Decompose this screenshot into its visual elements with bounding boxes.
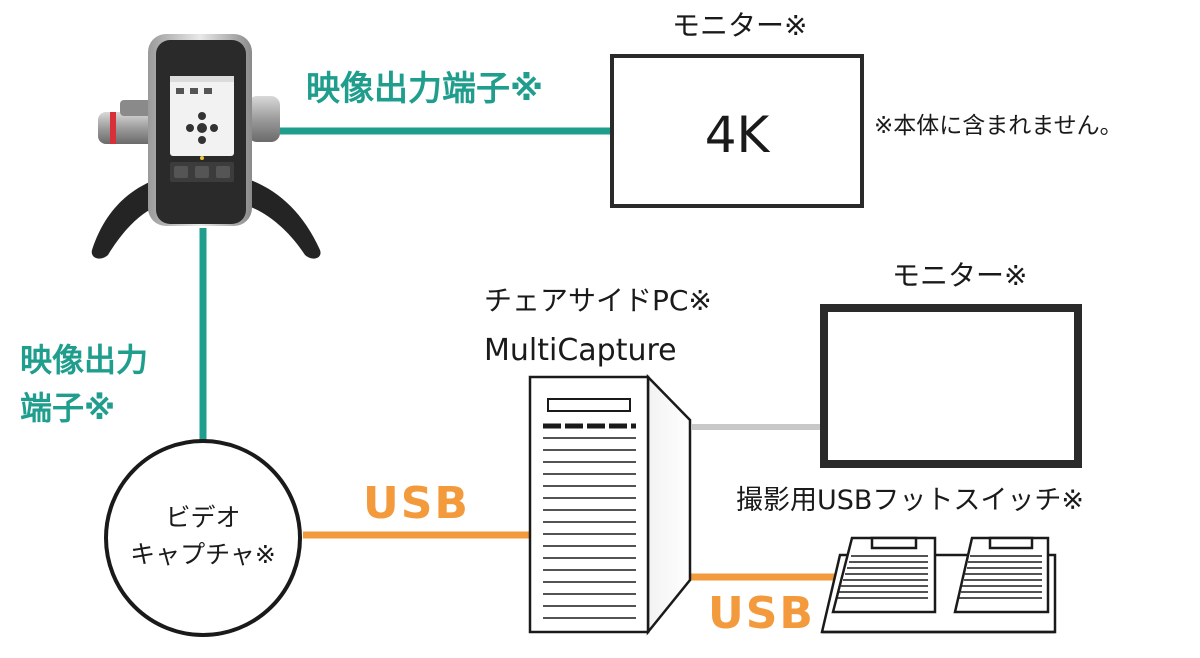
usb-foot-switch xyxy=(820,536,1057,634)
camera-to-monitor-label: 映像出力端子※ xyxy=(306,69,544,109)
camera-screen-icon-a xyxy=(176,88,184,94)
monitor-4k-title: モニター※ xyxy=(672,9,808,42)
camera-to-capture-label-line1: 映像出力 xyxy=(20,341,149,379)
camera-screen-icon-c xyxy=(204,88,212,94)
not-included-note: ※本体に含まれません。 xyxy=(874,113,1123,139)
camera-button-1 xyxy=(174,166,188,178)
camera-dpad-up xyxy=(198,112,206,120)
camera-dpad-center xyxy=(197,123,207,133)
camera-status-led xyxy=(200,156,204,160)
video-capture-line2: キャプチャ※ xyxy=(130,540,276,569)
camera-left-leg xyxy=(91,178,160,259)
video-capture-line1: ビデオ xyxy=(165,503,241,532)
pc-title-line1: チェアサイドPC※ xyxy=(484,284,712,317)
camera-screen-icon-b xyxy=(190,88,198,94)
intraoral-camera-device xyxy=(91,34,321,259)
monitor-4k-screen-text: 4K xyxy=(704,106,770,164)
chairside-pc-tower xyxy=(528,373,692,636)
footswitch-left-pedal-top xyxy=(870,536,918,550)
usb-label-footswitch: USB xyxy=(708,588,815,639)
camera-dpad-right xyxy=(210,124,218,132)
camera-barrel-red-ring xyxy=(110,112,116,144)
camera-right-knob xyxy=(248,96,280,142)
pc-title-line2: MultiCapture xyxy=(484,333,677,368)
usb-label-capture: USB xyxy=(363,478,470,529)
footswitch-title: 撮影用USBフットスイッチ※ xyxy=(736,485,1085,516)
monitor-2-title: モニター※ xyxy=(892,259,1028,292)
footswitch-left-pedal-grip xyxy=(837,555,928,599)
monitor-2-frame xyxy=(820,304,1082,468)
camera-right-leg xyxy=(245,178,321,259)
camera-dpad-down xyxy=(198,136,206,144)
pc-drive-bay xyxy=(547,398,631,412)
camera-screen-header xyxy=(170,76,234,82)
footswitch-right-pedal-grip xyxy=(959,555,1042,599)
footswitch-right-pedal-top xyxy=(988,536,1034,550)
monitor-4k-frame xyxy=(610,54,864,208)
camera-to-capture-label-line2: 端子※ xyxy=(20,389,116,427)
pc-vent-lines xyxy=(543,437,636,619)
pc-side-panel xyxy=(646,373,692,636)
camera-button-3 xyxy=(216,166,230,178)
camera-dpad-left xyxy=(186,124,194,132)
camera-button-2 xyxy=(195,166,209,178)
pc-front-panel xyxy=(528,375,650,634)
video-capture-circle xyxy=(104,439,302,637)
